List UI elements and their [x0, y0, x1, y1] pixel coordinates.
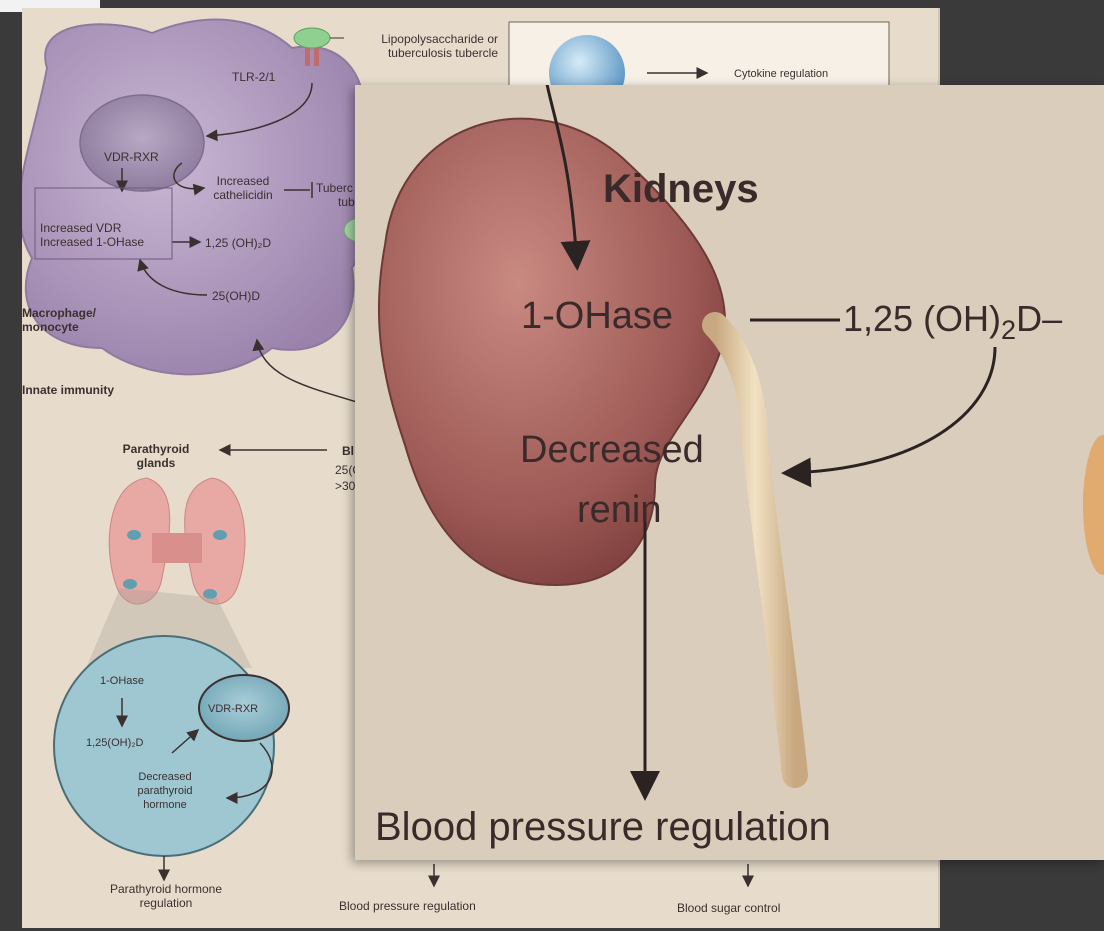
pth-regulation-label: Parathyroid hormone regulation [106, 882, 226, 910]
increased-1ohase-label: Increased 1-OHase [40, 235, 144, 249]
dihydroxy-vitamin-d-label: 1,25 (OH)₂D [205, 236, 271, 250]
vdr-rxr-label: VDR-RXR [104, 150, 159, 164]
blood-sugar-label: Blood sugar control [677, 901, 780, 915]
cytokine-regulation-label: Cytokine regulation [734, 67, 828, 81]
macrophage-label: Macrophage/ monocyte [22, 306, 132, 334]
level-partial-2-label: >30 [335, 479, 355, 493]
kidneys-title: Kidneys [603, 167, 759, 212]
tlr-label: TLR-2/1 [232, 70, 275, 84]
inset-1ohase-label: 1-OHase [521, 295, 673, 338]
kidney-zoom-inset: Kidneys 1-OHase 1,25 (OH)2D– Decreased r… [355, 85, 1104, 860]
blood-partial-label: Bl [342, 444, 354, 458]
cell-vdr-rxr-label: VDR-RXR [208, 702, 258, 716]
bp-regulation-small-label: Blood pressure regulation [339, 899, 476, 913]
inset-dihydroxy-label: 1,25 (OH)2D– [843, 298, 1062, 340]
cell-dihydroxy-label: 1,25(OH)₂D [86, 736, 143, 750]
parathyroid-glands-label: Parathyroid glands [117, 442, 195, 470]
decreased-label: Decreased [520, 429, 704, 472]
hydroxy-vitamin-d-label: 25(OH)D [212, 289, 260, 303]
innate-immunity-label: Innate immunity [22, 383, 114, 397]
increased-vdr-label: Increased VDR [40, 221, 121, 235]
tuberc-partial-label: Tuberc [316, 181, 353, 195]
inset-bp-regulation-label: Blood pressure regulation [375, 805, 831, 850]
renin-label: renin [577, 489, 662, 532]
lps-label: Lipopolysaccharide or tuberculosis tuber… [348, 32, 498, 60]
cell-1ohase-label: 1-OHase [100, 674, 144, 688]
increased-cathelicidin-label: Increased cathelicidin [202, 174, 284, 202]
decreased-pth-label: Decreased parathyroid hormone [122, 770, 208, 812]
